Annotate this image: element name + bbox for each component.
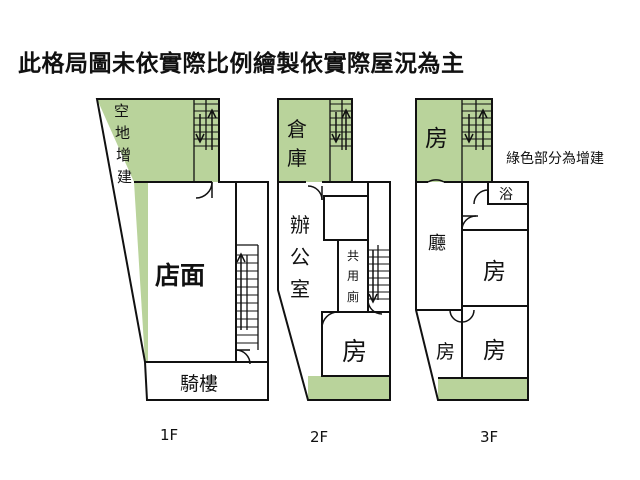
3f-arrow-up — [478, 108, 488, 150]
3f-room-top-left-label: 房 — [425, 126, 448, 152]
2f-right-arrow-down — [368, 250, 378, 304]
2f-door-arc-storage — [307, 185, 323, 201]
floor-2f — [277, 98, 391, 401]
3f-door-arc-bath — [473, 189, 489, 205]
legend-note: 綠色部分為增建 — [506, 150, 604, 167]
floor-3f — [415, 98, 529, 401]
1f-floor-label: 1F — [160, 426, 178, 444]
3f-floor-label: 3F — [480, 428, 498, 446]
page-title: 此格局圖未依實際比例繪製依實際屋況為主 — [18, 51, 465, 77]
1f-right-arrow-up — [236, 252, 246, 330]
1f-arrow-down — [195, 114, 205, 144]
1f-arrow-up — [207, 108, 217, 150]
2f-office-label-3: 室 — [290, 277, 310, 301]
labels: 空 地 增 建 店面 騎樓 1F 倉 庫 辦 公 室 共 用 廁 房 2F 房 … — [114, 102, 604, 446]
3f-room-mid-right-label: 房 — [483, 259, 506, 285]
3f-arrow-down — [464, 114, 474, 144]
2f-office-label-2: 公 — [290, 245, 310, 269]
1f-stairs-right — [236, 244, 259, 350]
2f-door-arc-toilet — [367, 299, 383, 315]
1f-extension-area — [97, 99, 219, 182]
1f-extension-label-3: 增 — [116, 146, 131, 164]
3f-bath — [487, 181, 529, 205]
2f-toilet-label-1: 共 — [347, 249, 359, 263]
2f-outline — [277, 98, 391, 401]
2f-room — [321, 311, 391, 377]
stair-arrows — [195, 108, 488, 330]
2f-bottom-extension — [308, 376, 390, 400]
1f-extension-label-2: 地 — [115, 124, 130, 142]
3f-door-arc-bottom-right — [461, 309, 475, 323]
floor-1f — [95, 98, 269, 401]
2f-toilet-label-2: 用 — [347, 269, 359, 283]
1f-extension-label-4: 建 — [117, 168, 132, 186]
2f-office-label-1: 辦 — [290, 213, 310, 237]
1f-shop-label: 店面 — [155, 261, 205, 290]
3f-room-mid-right — [461, 229, 529, 307]
3f-room-extension — [416, 99, 492, 182]
1f-extension-label-1: 空 — [114, 102, 129, 120]
2f-toilet-label-3: 廁 — [347, 289, 359, 304]
1f-extension-left-strip — [134, 182, 148, 362]
3f-door-arc-mid — [461, 215, 477, 231]
1f-door-arc-top — [195, 181, 213, 199]
2f-storage-extension — [278, 99, 352, 182]
2f-arrow-up — [341, 108, 351, 150]
1f-arcade-label: 騎樓 — [180, 373, 218, 395]
2f-storage-label-1: 倉 — [287, 117, 307, 141]
3f-living-label: 廳 — [428, 233, 446, 254]
3f-bath-label: 浴 — [499, 187, 513, 203]
2f-floor-label: 2F — [310, 428, 328, 446]
3f-bottom-extension — [438, 378, 528, 400]
2f-room-label: 房 — [342, 337, 367, 366]
2f-door-arc-room — [321, 311, 339, 329]
2f-stair-core — [323, 195, 369, 241]
3f-door-arc-bottom-left — [449, 309, 463, 323]
3f-room-bottom-right-label: 房 — [483, 338, 506, 364]
1f-stairs-right-treads — [236, 254, 258, 344]
2f-stairs-right-treads — [368, 249, 390, 300]
2f-arrow-down — [331, 112, 341, 144]
2f-storage-label-2: 庫 — [287, 146, 307, 170]
3f-door-arc-room — [427, 179, 445, 183]
3f-room-bottom-left-label: 房 — [436, 341, 455, 363]
